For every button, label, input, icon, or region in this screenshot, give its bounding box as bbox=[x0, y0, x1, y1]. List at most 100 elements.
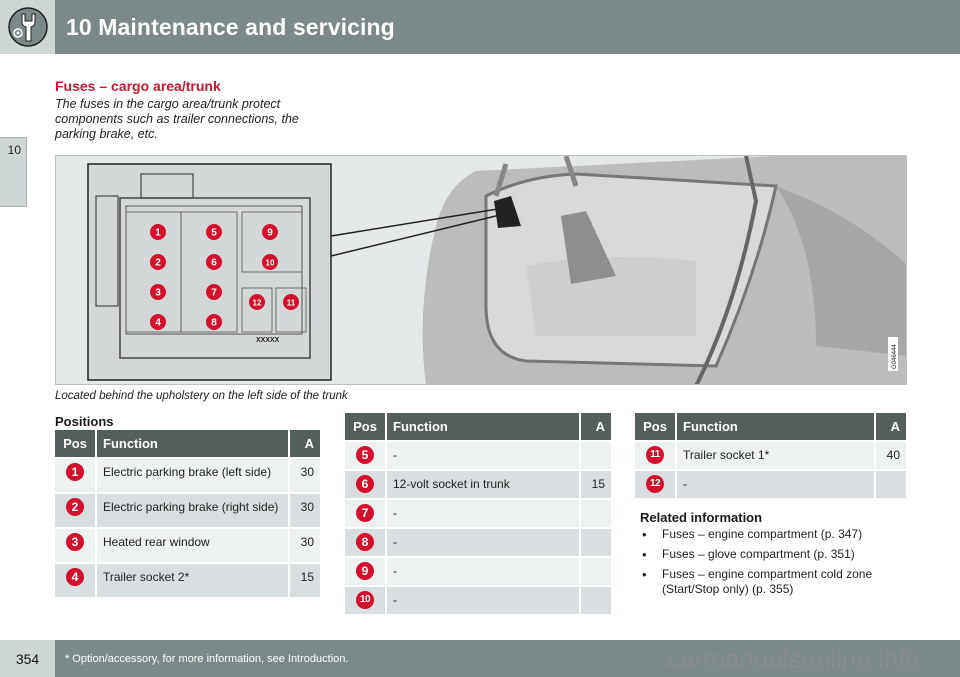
chapter-tab[interactable]: 10 bbox=[0, 137, 27, 207]
car-trunk-illustration bbox=[422, 156, 906, 384]
page-footer: 354 * Option/accessory, for more informa… bbox=[0, 640, 960, 677]
fuse-number-badge: 11 bbox=[646, 446, 664, 464]
title-bar: 10 Maintenance and servicing bbox=[55, 0, 960, 54]
wrench-icon bbox=[7, 7, 48, 47]
fuse-number-badge: 9 bbox=[356, 562, 374, 580]
fusebox-label: XXXXX bbox=[256, 337, 280, 344]
pos-cell: 1 bbox=[55, 459, 95, 492]
table-row: 5- bbox=[345, 442, 611, 469]
table-row: 12- bbox=[635, 471, 906, 498]
table-row: 4 Trailer socket 2*15 bbox=[55, 564, 320, 597]
fuse-marker-label: 8 bbox=[211, 318, 217, 329]
pos-cell: 6 bbox=[345, 471, 385, 498]
page-number: 354 bbox=[0, 640, 55, 677]
header-pos: Pos bbox=[55, 430, 95, 457]
pos-cell: 11 bbox=[635, 442, 675, 469]
fuse-marker-label: 5 bbox=[211, 228, 217, 239]
fuse-marker-label: 3 bbox=[155, 288, 161, 299]
header-amp: A bbox=[290, 430, 320, 457]
fuse-number-badge: 7 bbox=[356, 504, 374, 522]
amp-cell: 40 bbox=[876, 442, 906, 469]
fuse-number-badge: 8 bbox=[356, 533, 374, 551]
fuse-marker bbox=[262, 224, 278, 240]
table-row: 9- bbox=[345, 558, 611, 585]
table-row: 7- bbox=[345, 500, 611, 527]
fuse-number-badge: 6 bbox=[356, 475, 374, 493]
fuse-number-badge: 4 bbox=[66, 568, 84, 586]
header-pos: Pos bbox=[345, 413, 385, 440]
related-link[interactable]: Fuses – glove compartment (p. 351) bbox=[640, 547, 915, 562]
pos-cell: 4 bbox=[55, 564, 95, 597]
amp-cell bbox=[581, 442, 611, 469]
table-row: 11 Trailer socket 1*40 bbox=[635, 442, 906, 469]
amp-cell: 15 bbox=[290, 564, 320, 597]
leader-line bbox=[330, 213, 505, 257]
fuse-number-badge: 3 bbox=[66, 533, 84, 551]
fuse-marker bbox=[206, 254, 222, 270]
pos-cell: 10 bbox=[345, 587, 385, 614]
function-cell: - bbox=[677, 471, 874, 498]
function-cell: Heated rear window bbox=[97, 529, 288, 562]
related-link[interactable]: Fuses – engine compartment (p. 347) bbox=[640, 527, 915, 542]
fuse-marker-label: 1 bbox=[155, 228, 161, 239]
fuse-marker-label: 2 bbox=[155, 258, 161, 269]
section-intro: The fuses in the cargo area/trunk protec… bbox=[55, 97, 299, 141]
related-link[interactable]: Fuses – engine compartment cold zone (St… bbox=[640, 567, 915, 597]
fuse-number-badge: 2 bbox=[66, 498, 84, 516]
footer-note: * Option/accessory, for more information… bbox=[55, 640, 960, 677]
header-pos: Pos bbox=[635, 413, 675, 440]
fuse-marker-label: 4 bbox=[155, 318, 161, 329]
amp-cell: 30 bbox=[290, 529, 320, 562]
amp-cell bbox=[581, 558, 611, 585]
fuse-marker bbox=[262, 254, 278, 270]
asterisk: * bbox=[65, 652, 70, 665]
table-row: 10- bbox=[345, 587, 611, 614]
fuse-marker bbox=[150, 284, 166, 300]
pos-cell: 12 bbox=[635, 471, 675, 498]
fuse-marker-label: 11 bbox=[287, 299, 296, 308]
fuse-number-badge: 1 bbox=[66, 463, 84, 481]
image-code: G046444 bbox=[888, 337, 898, 371]
section-title: Fuses – cargo area/trunk bbox=[55, 78, 221, 94]
pos-cell: 5 bbox=[345, 442, 385, 469]
svg-text:G046444: G046444 bbox=[892, 344, 898, 369]
function-cell: - bbox=[387, 558, 579, 585]
fuse-marker bbox=[206, 224, 222, 240]
header-amp: A bbox=[876, 413, 906, 440]
function-cell: Trailer socket 2* bbox=[97, 564, 288, 597]
fuse-number-badge: 5 bbox=[356, 446, 374, 464]
pos-cell: 9 bbox=[345, 558, 385, 585]
fuse-number-badge: 10 bbox=[356, 591, 374, 609]
related-list: Fuses – engine compartment (p. 347) Fuse… bbox=[640, 527, 915, 597]
function-cell: Electric parking brake (right side) bbox=[97, 494, 288, 527]
function-cell: Trailer socket 1* bbox=[677, 442, 874, 469]
amp-cell bbox=[581, 587, 611, 614]
chapter-title: 10 Maintenance and servicing bbox=[66, 13, 395, 40]
watermark: carmanualsonline.info bbox=[667, 644, 920, 674]
fuse-marker bbox=[150, 314, 166, 330]
amp-cell: 15 bbox=[581, 471, 611, 498]
amp-cell: 30 bbox=[290, 459, 320, 492]
fuse-marker-label: 7 bbox=[211, 288, 217, 299]
fuse-marker bbox=[150, 224, 166, 240]
related-title: Related information bbox=[640, 510, 763, 525]
header-amp: A bbox=[581, 413, 611, 440]
fuse-marker-label: 12 bbox=[253, 299, 262, 308]
footer-note-text: Option/accessory, for more information, … bbox=[72, 652, 349, 665]
pos-cell: 8 bbox=[345, 529, 385, 556]
function-cell: - bbox=[387, 500, 579, 527]
table-row: 8- bbox=[345, 529, 611, 556]
fuse-number-badge: 12 bbox=[646, 475, 664, 493]
